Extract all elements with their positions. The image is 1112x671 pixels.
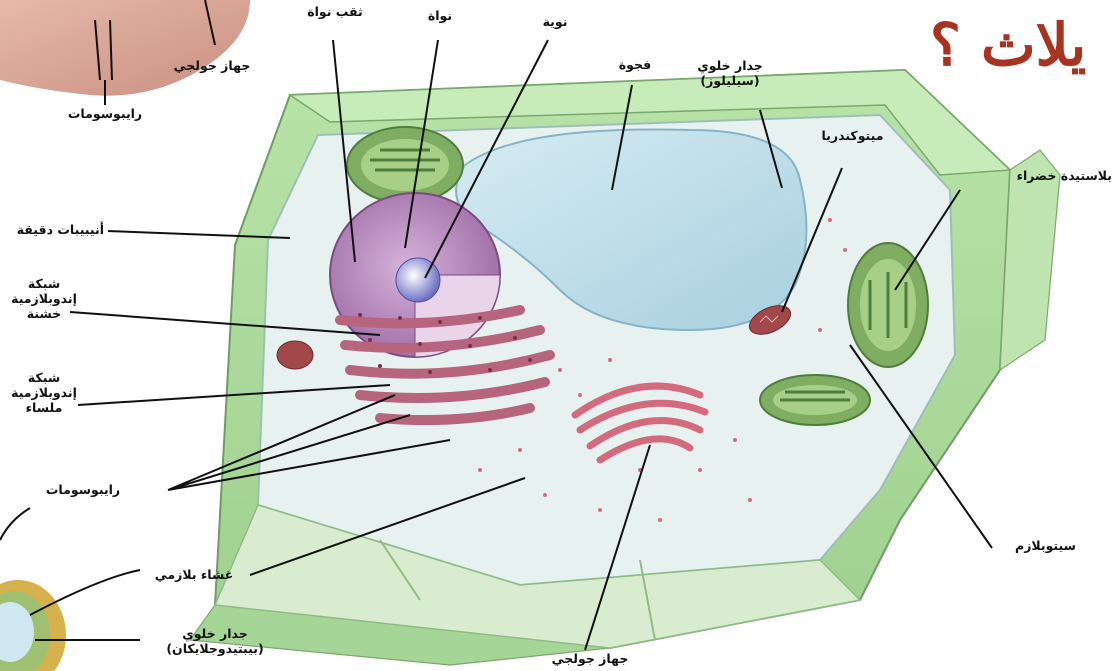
label-rough-er: شبكة إندوبلازمية خشنة bbox=[0, 276, 88, 321]
chloroplast-top bbox=[347, 127, 463, 203]
label-cytoplasm: سيتوبلازم bbox=[998, 538, 1093, 553]
label-ribosomes-top: رايبوسومات bbox=[55, 106, 155, 121]
page-title: يلاث ؟ bbox=[930, 10, 1112, 80]
label-ribosomes: رايبوسومات bbox=[28, 482, 138, 497]
label-vacuole: فجوة bbox=[610, 57, 660, 72]
chloroplast-bottom bbox=[760, 375, 870, 425]
chloroplast-right bbox=[848, 243, 928, 367]
neighbor-cell-wall-right bbox=[1000, 150, 1060, 370]
background-cell-fragment bbox=[0, 0, 250, 96]
label-chloroplast: بلاستيدة خضراء bbox=[962, 168, 1112, 183]
label-nucleus: نواة bbox=[415, 8, 465, 23]
label-nucleolus: نوية bbox=[530, 14, 580, 29]
label-golgi-top: جهاز جولجي bbox=[162, 58, 262, 73]
label-smooth-er: شبكة إندوبلازمية ملساء bbox=[0, 370, 88, 415]
label-plasma-membrane: غشاء بلازمي bbox=[138, 567, 250, 582]
label-cell-wall-cellulose: جدار خلوي (سيليلوز) bbox=[680, 58, 780, 88]
label-mitochondria: ميتوكندريا bbox=[800, 128, 905, 143]
label-microtubules: أنيبيبات دقيقة bbox=[0, 222, 104, 237]
label-nuclear-pore: ثقب نواة bbox=[295, 4, 375, 19]
label-cell-wall-peptidoglycan: جدار خلوي (بيبتيدوجلايكان) bbox=[140, 626, 290, 656]
bacterial-cell-fragment bbox=[0, 580, 66, 671]
label-golgi-bottom: جهاز جولجي bbox=[540, 651, 640, 666]
